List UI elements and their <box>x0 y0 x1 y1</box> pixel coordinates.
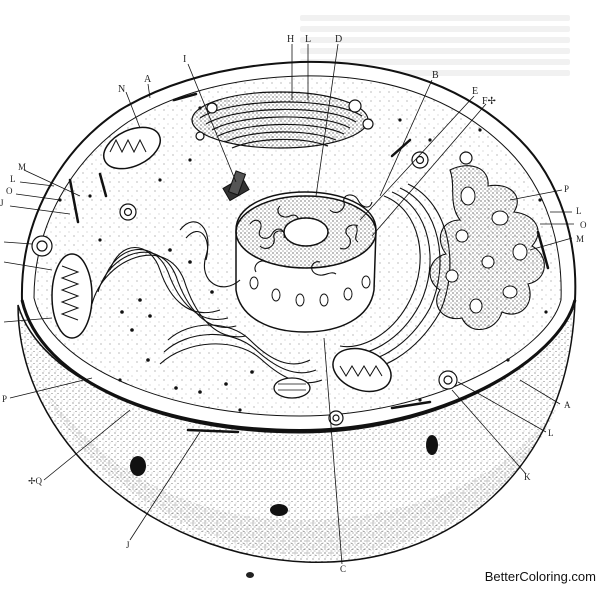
golgi-apparatus-top <box>191 91 374 149</box>
mitochondrion-bottom <box>332 347 392 393</box>
cytoplasm-granules <box>58 106 548 412</box>
label-B: B <box>432 70 439 81</box>
label-J-left: J <box>0 198 4 208</box>
site-watermark: BetterColoring.com <box>484 569 596 584</box>
ribosome-dots-left <box>120 248 254 394</box>
label-P-left: P <box>2 394 7 404</box>
mitochondrion-small <box>273 377 311 399</box>
smooth-er-tubes <box>445 186 528 314</box>
surface-pit <box>130 456 146 476</box>
mitochondrion-top-left <box>103 126 161 170</box>
surface-pit <box>426 435 438 455</box>
label-A-top: A <box>144 74 152 85</box>
vesicles <box>31 151 473 426</box>
label-Q: ✢Q <box>28 476 43 486</box>
label-F: F✢ <box>482 96 496 107</box>
label-A-right: A <box>564 400 571 410</box>
label-L-right: L <box>576 206 582 216</box>
nucleus <box>235 191 377 333</box>
microtubules <box>68 92 550 434</box>
label-K: K <box>524 472 531 482</box>
nucleolus <box>283 217 329 247</box>
label-O-right: O <box>580 220 587 230</box>
label-D: D <box>335 34 342 45</box>
mitochondrion-left <box>51 253 93 339</box>
surface-pit <box>246 572 254 578</box>
label-C: C <box>340 564 346 574</box>
surface-pit <box>270 504 288 516</box>
label-M-right: M <box>576 234 584 244</box>
cell-lower-shading <box>40 380 560 557</box>
label-N: N <box>118 84 125 95</box>
label-E: E <box>472 86 478 97</box>
label-J-bottom: J <box>126 540 130 550</box>
label-L-top: L <box>305 34 311 45</box>
leader-lines <box>3 43 574 565</box>
centriole <box>222 170 250 202</box>
label-H: H <box>287 34 294 45</box>
label-I: I <box>183 54 186 65</box>
label-M-left: M <box>18 162 26 172</box>
label-P-right: P <box>564 184 569 194</box>
membrane-rim <box>20 299 577 434</box>
label-O-left: O <box>6 186 13 196</box>
faded-background-text <box>300 10 570 81</box>
label-L-lower: L <box>548 428 554 438</box>
label-L-left: L <box>10 174 16 184</box>
